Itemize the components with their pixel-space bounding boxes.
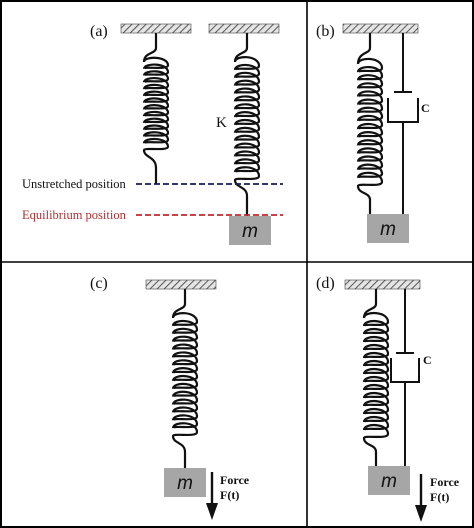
force-arrow-head-c bbox=[206, 503, 218, 520]
support-c bbox=[145, 279, 217, 290]
damper-label-d: C bbox=[423, 353, 432, 367]
spring-equilibrium bbox=[233, 33, 261, 216]
panel-b-label: (b) bbox=[316, 23, 335, 40]
mass-block-c bbox=[164, 468, 206, 497]
force-symbol-c: F(t) bbox=[220, 488, 239, 502]
support-d bbox=[344, 279, 421, 290]
spring-b bbox=[356, 33, 384, 214]
damper-cylinder-b bbox=[387, 98, 419, 123]
force-label-c: Force bbox=[220, 473, 250, 487]
mass-label-d: m bbox=[381, 471, 397, 492]
mass-label-c: m bbox=[177, 473, 193, 494]
force-arrow-head-d bbox=[415, 505, 427, 522]
panel-a-label: (a) bbox=[90, 23, 108, 40]
mass-block-d bbox=[368, 466, 410, 495]
mass-label-b: m bbox=[380, 219, 396, 240]
force-symbol-d: F(t) bbox=[430, 490, 449, 504]
unstretched-label: Unstretched position bbox=[22, 177, 127, 191]
support-a1 bbox=[120, 23, 192, 34]
spring-unstretched bbox=[142, 33, 170, 184]
damper-label-b: C bbox=[421, 101, 430, 115]
spring-constant-label: K bbox=[216, 115, 227, 131]
support-b bbox=[342, 23, 419, 34]
damper-cylinder-d bbox=[390, 358, 420, 383]
force-label-d: Force bbox=[430, 475, 460, 489]
support-a2 bbox=[208, 23, 280, 34]
mass-label-a: m bbox=[242, 221, 258, 242]
mass-block-b bbox=[367, 214, 409, 243]
spring-d bbox=[362, 289, 390, 466]
equilibrium-label: Equilibrium position bbox=[22, 208, 127, 222]
spring-c bbox=[171, 289, 199, 468]
panel-c-label: (c) bbox=[90, 275, 108, 292]
mass-block-a bbox=[229, 216, 271, 245]
panel-d-label: (d) bbox=[316, 275, 335, 292]
